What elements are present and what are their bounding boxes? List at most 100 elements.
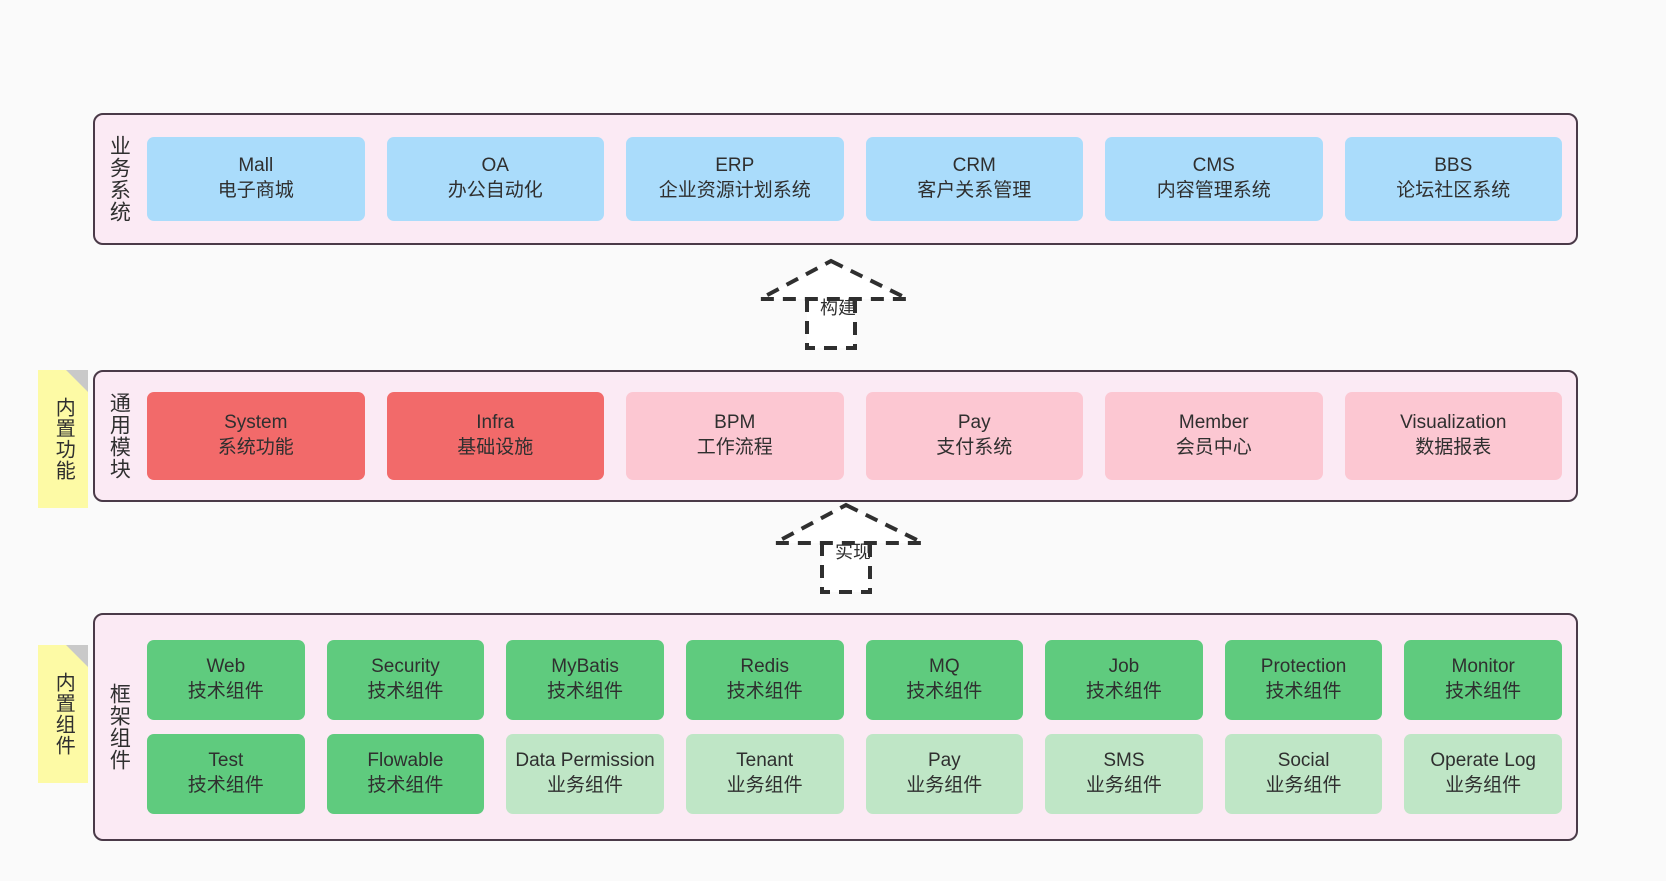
card-subtitle-cn: 业务组件 [547,775,624,796]
note-builtin-components-label: 内置组件 [52,672,75,756]
card-subtitle-cn: 企业资源计划系统 [658,180,811,201]
layer-common-modules-body: System 系统功能 Infra 基础设施 BPM 工作流程 Pay 支付系统 Member 会… [141,372,1576,500]
card-subtitle-cn: 技术组件 [1445,681,1522,702]
card-redis[interactable]: Redis 技术组件 [685,640,844,720]
card-title-en: Operate Log [1430,750,1536,772]
card-social[interactable]: Social 业务组件 [1224,734,1383,814]
card-subtitle-cn: 基础设施 [457,437,534,458]
arrow-build: 构建 [759,258,960,354]
card-operate-log[interactable]: Operate Log 业务组件 [1404,734,1562,814]
card-subtitle-cn: 内容管理系统 [1156,180,1271,201]
card-subtitle-cn: 技术组件 [906,681,983,702]
card-system[interactable]: System 系统功能 [147,392,365,480]
card-title-en: Member [1178,412,1249,434]
card-title-en: Visualization [1400,412,1507,434]
card-subtitle-cn: 技术组件 [726,681,803,702]
card-title-en: OA [481,155,509,177]
card-title-en: Pay [957,412,991,434]
card-title-en: CRM [952,155,996,177]
card-infra[interactable]: Infra 基础设施 [386,392,604,480]
arrow-implement-label: 实现 [835,542,871,562]
card-subtitle-cn: 电子商城 [217,180,294,201]
card-protection[interactable]: Protection 技术组件 [1224,640,1383,720]
card-subtitle-cn: 技术组件 [1265,681,1342,702]
card-subtitle-cn: 业务组件 [726,775,803,796]
card-subtitle-cn: 工作流程 [696,437,773,458]
card-title-en: Monitor [1451,656,1515,678]
card-title-en: Infra [476,412,515,434]
card-security[interactable]: Security 技术组件 [326,640,485,720]
card-title-en: Pay [927,750,961,772]
card-subtitle-cn: 数据报表 [1415,437,1492,458]
card-title-en: SMS [1103,750,1145,772]
layer-business-system-title: 业务系统 [107,135,131,223]
card-title-en: Data Permission [515,750,655,772]
card-mall[interactable]: Mall 电子商城 [147,137,365,221]
card-title-en: ERP [715,155,755,177]
card-data-permission[interactable]: Data Permission 业务组件 [506,734,664,814]
card-title-en: Test [208,750,244,772]
layer-framework-components-title: 框架组件 [107,683,131,771]
card-title-en: CMS [1192,155,1235,177]
card-oa[interactable]: OA 办公自动化 [386,137,604,221]
card-subtitle-cn: 技术组件 [187,775,264,796]
card-member[interactable]: Member 会员中心 [1105,392,1323,480]
card-subtitle-cn: 技术组件 [367,681,444,702]
card-title-en: BBS [1434,155,1473,177]
card-erp[interactable]: ERP 企业资源计划系统 [626,137,844,221]
card-title-en: Mall [238,155,274,177]
card-title-en: Flowable [367,750,444,772]
card-subtitle-cn: 技术组件 [1085,681,1162,702]
card-subtitle-cn: 业务组件 [1265,775,1342,796]
card-pay[interactable]: Pay 业务组件 [865,734,1024,814]
card-title-en: BPM [714,412,756,434]
layer-common-modules-title: 通用模块 [107,392,131,480]
note-builtin-features: 内置功能 [38,370,88,508]
card-pay[interactable]: Pay 支付系统 [865,392,1083,480]
arrow-implement: 实现 [774,502,975,598]
card-cms[interactable]: CMS 内容管理系统 [1105,137,1323,221]
card-subtitle-cn: 业务组件 [1085,775,1162,796]
card-title-en: Social [1277,750,1330,772]
card-subtitle-cn: 技术组件 [547,681,624,702]
card-test[interactable]: Test 技术组件 [147,734,305,814]
card-bpm[interactable]: BPM 工作流程 [626,392,844,480]
card-subtitle-cn: 论坛社区系统 [1396,180,1511,201]
card-bbs[interactable]: BBS 论坛社区系统 [1344,137,1562,221]
note-fold-corner-icon [66,645,88,667]
card-subtitle-cn: 支付系统 [936,437,1013,458]
layer-common-modules: 通用模块 System 系统功能 Infra 基础设施 BPM 工作流程 Pay 支付系统 Me… [93,370,1578,502]
card-subtitle-cn: 技术组件 [187,681,264,702]
card-mq[interactable]: MQ 技术组件 [865,640,1024,720]
card-sms[interactable]: SMS 业务组件 [1045,734,1203,814]
card-title-en: Security [371,656,440,678]
card-title-en: System [224,412,288,434]
card-subtitle-cn: 办公自动化 [447,180,543,201]
note-builtin-components: 内置组件 [38,645,88,783]
card-subtitle-cn: 业务组件 [906,775,983,796]
card-title-en: Tenant [736,750,794,772]
card-title-en: MQ [929,656,960,678]
card-subtitle-cn: 业务组件 [1445,775,1522,796]
card-title-en: Redis [740,656,789,678]
card-monitor[interactable]: Monitor 技术组件 [1404,640,1562,720]
card-title-en: Protection [1260,656,1347,678]
card-subtitle-cn: 会员中心 [1175,437,1252,458]
card-subtitle-cn: 系统功能 [217,437,294,458]
card-visualization[interactable]: Visualization 数据报表 [1344,392,1562,480]
card-tenant[interactable]: Tenant 业务组件 [685,734,844,814]
modules-card-row: System 系统功能 Infra 基础设施 BPM 工作流程 Pay 支付系统 Member 会… [147,392,1562,480]
